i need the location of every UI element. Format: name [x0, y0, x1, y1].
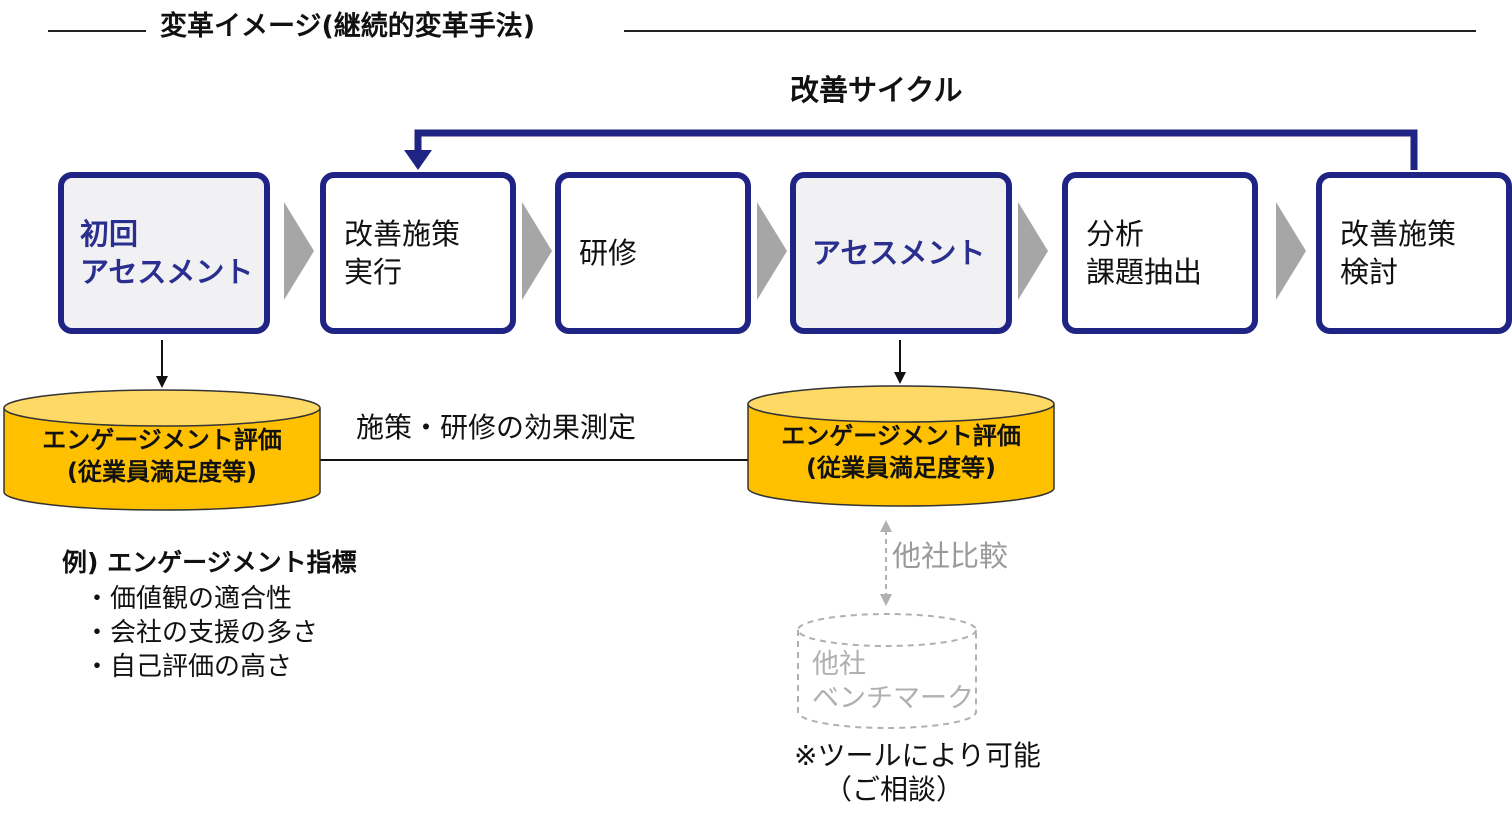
- down-arrow-head-1: [156, 376, 168, 388]
- step-consider-measures: 改善施策 検討: [1316, 172, 1512, 334]
- improvement-cycle-label: 改善サイクル: [790, 73, 963, 107]
- step-implement-measures-label: 改善施策 実行: [344, 217, 461, 289]
- step-consider-measures-label: 改善施策 検討: [1340, 217, 1457, 289]
- header-rule-right: [624, 30, 1476, 32]
- example-item-1: ・価値観の適合性: [84, 584, 293, 614]
- comparison-arrow-head-down: [880, 594, 892, 606]
- comparison-arrow-head-up: [880, 520, 892, 532]
- step-training: 研修: [555, 172, 751, 334]
- example-item-2: ・会社の支援の多さ: [84, 618, 319, 648]
- chevron-2: [522, 202, 552, 300]
- step-initial-assessment: 初回 アセスメント: [58, 172, 270, 334]
- chevron-3: [757, 202, 787, 300]
- step-training-label: 研修: [579, 236, 638, 270]
- step-assessment: アセスメント: [790, 172, 1012, 334]
- example-heading: 例) エンゲージメント指標: [62, 548, 357, 577]
- step-analysis-label: 分析 課題抽出: [1086, 217, 1203, 289]
- chevron-1: [284, 202, 314, 300]
- chevron-4: [1018, 202, 1048, 300]
- step-implement-measures: 改善施策 実行: [320, 172, 516, 334]
- feedback-arrow-head: [404, 150, 432, 170]
- comparison-note-line2: （ご相談）: [824, 773, 965, 806]
- step-assessment-label: アセスメント: [812, 236, 986, 270]
- down-arrow-head-2: [894, 372, 906, 384]
- feedback-loop-arrow: [414, 129, 1418, 170]
- page-title: 変革イメージ(継続的変革手法): [160, 11, 536, 42]
- example-item-3: ・自己評価の高さ: [84, 652, 293, 682]
- benchmark-label: 他社 ベンチマーク: [812, 649, 974, 714]
- header-rule-left: [48, 30, 146, 32]
- comparison-label: 他社比較: [892, 539, 1009, 573]
- effect-measurement-label: 施策・研修の効果測定: [356, 411, 637, 444]
- step-initial-assessment-label: 初回 アセスメント: [80, 217, 254, 289]
- database-label-1: エンゲージメント評価 (従業員満足度等): [42, 426, 282, 486]
- comparison-note-line1: ※ツールにより可能: [794, 739, 1041, 772]
- step-analysis: 分析 課題抽出: [1062, 172, 1258, 334]
- database-label-2: エンゲージメント評価 (従業員満足度等): [781, 422, 1021, 482]
- chevron-5: [1276, 202, 1306, 300]
